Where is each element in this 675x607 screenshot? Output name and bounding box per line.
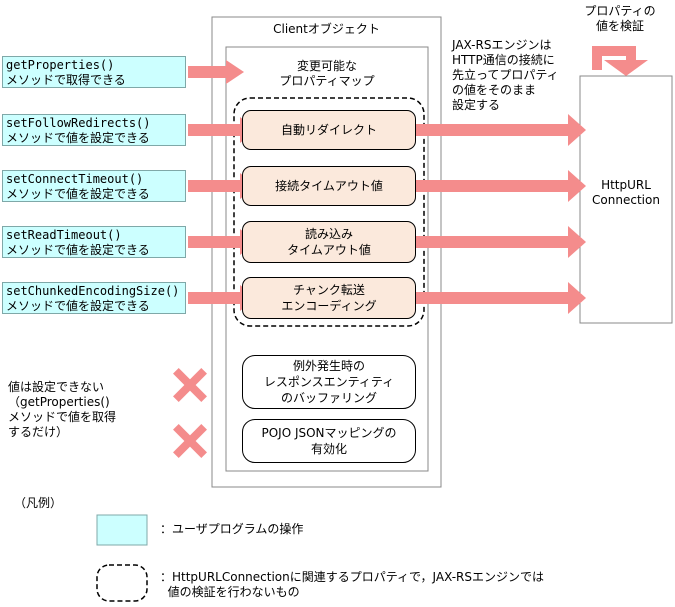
legend-title: （凡例）	[14, 496, 63, 510]
api-method: setFollowRedirects()	[6, 116, 151, 130]
api-box-getproperties: getProperties() メソッドで取得できる	[2, 56, 186, 88]
arrow-left-4	[188, 285, 256, 311]
api-box-setfollowredirects: setFollowRedirects() メソッドで値を設定できる	[2, 114, 186, 146]
api-desc: メソッドで値を設定できる	[6, 187, 150, 201]
client-object-title: Clientオブジェクト	[273, 22, 380, 36]
api-desc: メソッドで値を設定できる	[6, 131, 150, 145]
arrow-right-2	[416, 170, 586, 202]
api-desc: メソッドで値を設定できる	[6, 299, 150, 313]
arrow-group	[188, 46, 648, 314]
arrow-left-3	[188, 229, 256, 255]
arrow-left-1	[188, 117, 256, 143]
http-url-connection-label: HttpURL Connection	[592, 178, 660, 207]
property-connect-timeout: 接続タイムアウト値	[242, 166, 416, 206]
api-box-setreadtimeout: setReadTimeout() メソッドで値を設定できる	[2, 226, 186, 258]
arrow-right-1	[416, 114, 586, 146]
api-desc: メソッドで取得できる	[6, 73, 126, 87]
api-box-setconnecttimeout: setConnectTimeout() メソッドで値を設定できる	[2, 170, 186, 202]
arrow-getproperties	[188, 60, 244, 84]
api-desc: メソッドで値を設定できる	[6, 243, 150, 257]
validate-label: プロパティの 値を検証	[584, 4, 656, 33]
non-settable-note: 値は設定できない （getProperties() メソッドで値を取得 するだけ…	[8, 380, 117, 439]
api-method: getProperties()	[6, 58, 115, 72]
property-chunked-encoding: チャンク転送 エンコーディング	[242, 277, 416, 319]
api-method: setChunkedEncodingSize()	[6, 284, 180, 298]
cross-group	[173, 368, 207, 458]
property-auto-redirect: 自動リダイレクト	[242, 110, 416, 150]
legend-swatch-cyan	[96, 514, 148, 546]
api-box-setchunkedencodingsize: setChunkedEncodingSize() メソッドで値を設定できる	[2, 282, 186, 314]
dashed-group	[233, 97, 425, 327]
non-settable-pojo-json: POJO JSONマッピングの 有効化	[242, 419, 416, 463]
legend-swatch-dashed	[96, 564, 148, 602]
legend-dashed: ：HttpURLConnectionに関連するプロパティで，JAX-RSエンジン…	[160, 570, 545, 599]
cross-icon	[173, 368, 207, 402]
non-settable-buffering: 例外発生時の レスポンスエンティティ のバッファリング	[242, 355, 416, 409]
arrow-right-3	[416, 226, 586, 258]
api-method: setReadTimeout()	[6, 228, 122, 242]
property-read-timeout: 読み込み タイムアウト値	[242, 221, 416, 263]
property-map-title: 変更可能な プロパティマップ	[279, 59, 375, 88]
legend-user-op: ：ユーザプログラムの操作	[160, 522, 304, 536]
arrow-left-2	[188, 173, 256, 199]
api-method: setConnectTimeout()	[6, 172, 144, 186]
cross-icon	[173, 424, 207, 458]
jaxrs-note: JAX-RSエンジンは HTTP通信の接続に 先立ってプロパティ の値をそのまま…	[452, 38, 559, 112]
http-url-connection-box	[579, 75, 673, 324]
validate-loop-arrow	[592, 46, 648, 76]
arrow-right-4	[416, 282, 586, 314]
